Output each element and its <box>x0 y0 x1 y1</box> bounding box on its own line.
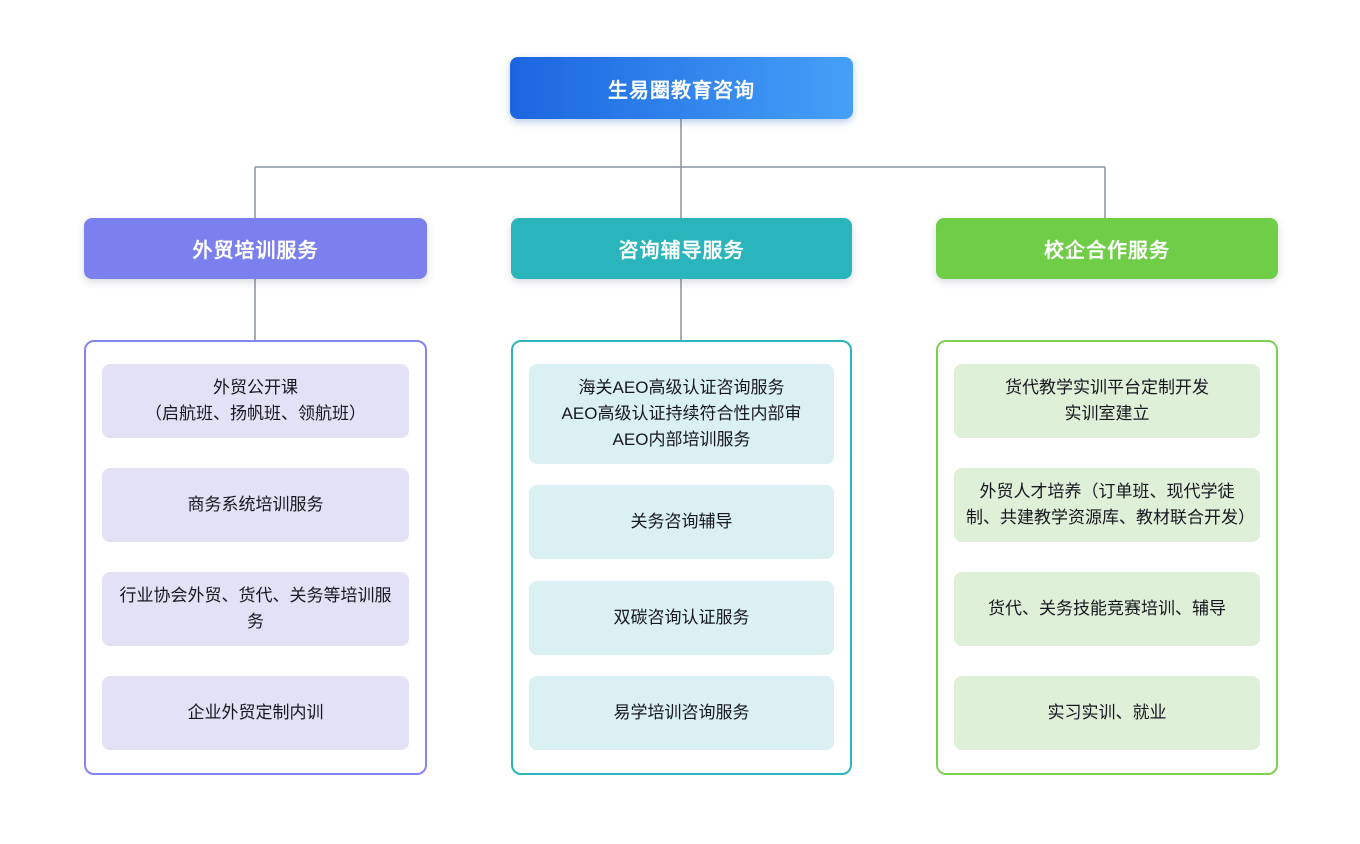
branch-header-consulting-coaching: 咨询辅导服务 <box>511 218 852 279</box>
node-item: 易学培训咨询服务 <box>529 675 834 750</box>
branch-group-school-enterprise-cooperation: 货代教学实训平台定制开发 实训室建立 外贸人才培养（订单班、现代学徒制、共建教学… <box>936 340 1278 775</box>
node-item: 外贸人才培养（订单班、现代学徒制、共建教学资源库、教材联合开发） <box>954 468 1260 542</box>
node-item: 行业协会外贸、货代、关务等培训服务 <box>102 572 409 646</box>
node-item: 货代教学实训平台定制开发 实训室建立 <box>954 364 1260 438</box>
node-item: 商务系统培训服务 <box>102 468 409 542</box>
node-item: 外贸公开课 （启航班、扬帆班、领航班） <box>102 364 409 438</box>
branch-group-foreign-trade-training: 外贸公开课 （启航班、扬帆班、领航班） 商务系统培训服务 行业协会外贸、货代、关… <box>84 340 427 775</box>
branch-header-school-enterprise-cooperation: 校企合作服务 <box>936 218 1278 279</box>
node-item: 海关AEO高级认证咨询服务 AEO高级认证持续符合性内部审 AEO内部培训服务 <box>529 364 834 464</box>
node-item: 企业外贸定制内训 <box>102 676 409 750</box>
branch-group-consulting-coaching: 海关AEO高级认证咨询服务 AEO高级认证持续符合性内部审 AEO内部培训服务 … <box>511 340 852 775</box>
node-item: 货代、关务技能竞赛培训、辅导 <box>954 572 1260 646</box>
node-item: 关务咨询辅导 <box>529 485 834 560</box>
node-item: 实习实训、就业 <box>954 676 1260 750</box>
branch-header-foreign-trade-training: 外贸培训服务 <box>84 218 427 279</box>
root-node: 生易圈教育咨询 <box>510 57 853 119</box>
node-item: 双碳咨询认证服务 <box>529 580 834 655</box>
